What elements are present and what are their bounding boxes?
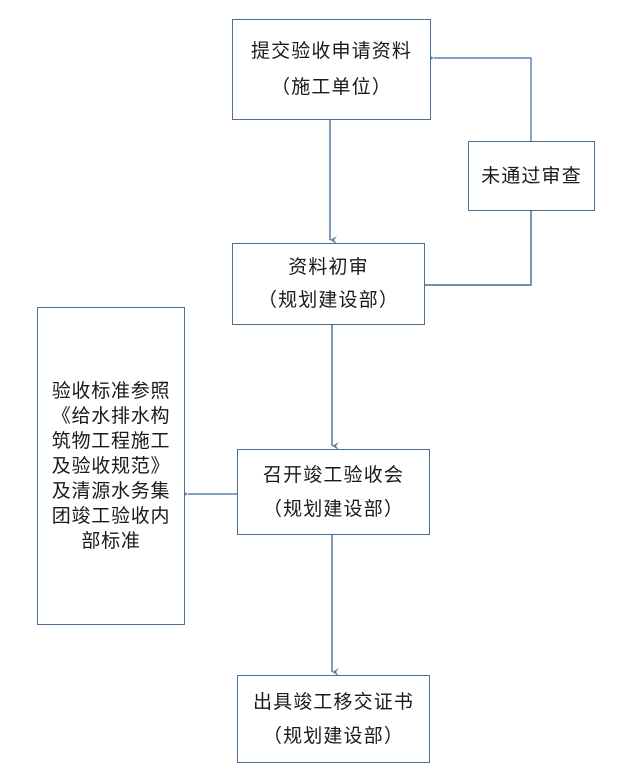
- node-cert-line-2: （规划建设部）: [263, 725, 404, 747]
- node-rejected-line-1: 未通过审查: [481, 164, 582, 187]
- node-submit-line-2: （施工单位）: [271, 75, 392, 98]
- node-standard-line-7: 部标准: [81, 529, 141, 552]
- node-standard-line-5: 及清源水务集: [51, 479, 171, 502]
- node-review-line-1: 资料初审: [288, 255, 369, 278]
- node-acceptance-standard-note[interactable]: 验收标准参照 《给水排水构 筑物工程施工 及验收规范》 及清源水务集 团竣工验收…: [37, 307, 185, 625]
- node-submit-application[interactable]: 提交验收申请资料 （施工单位）: [232, 19, 431, 120]
- node-meeting-line-1: 召开竣工验收会: [263, 463, 404, 486]
- node-preliminary-review[interactable]: 资料初审 （规划建设部）: [232, 243, 425, 325]
- node-cert-line-1: 出具竣工移交证书: [252, 690, 415, 713]
- node-standard-line-2: 《给水排水构: [51, 404, 171, 427]
- node-review-line-2: （规划建设部）: [258, 289, 399, 311]
- edge-review-to-rejected: [425, 211, 532, 286]
- node-standard-line-6: 团竣工验收内: [51, 504, 171, 527]
- node-issue-certificate[interactable]: 出具竣工移交证书 （规划建设部）: [237, 675, 430, 763]
- node-standard-line-4: 及验收规范》: [51, 454, 171, 477]
- node-acceptance-meeting[interactable]: 召开竣工验收会 （规划建设部）: [237, 449, 430, 535]
- node-meeting-line-2: （规划建设部）: [263, 498, 404, 520]
- node-review-failed[interactable]: 未通过审查: [468, 141, 595, 211]
- node-submit-line-1: 提交验收申请资料: [250, 40, 413, 63]
- node-standard-line-3: 筑物工程施工: [51, 429, 171, 452]
- edge-rejected-to-submit: [427, 54, 532, 141]
- node-standard-line-1: 验收标准参照: [51, 379, 171, 402]
